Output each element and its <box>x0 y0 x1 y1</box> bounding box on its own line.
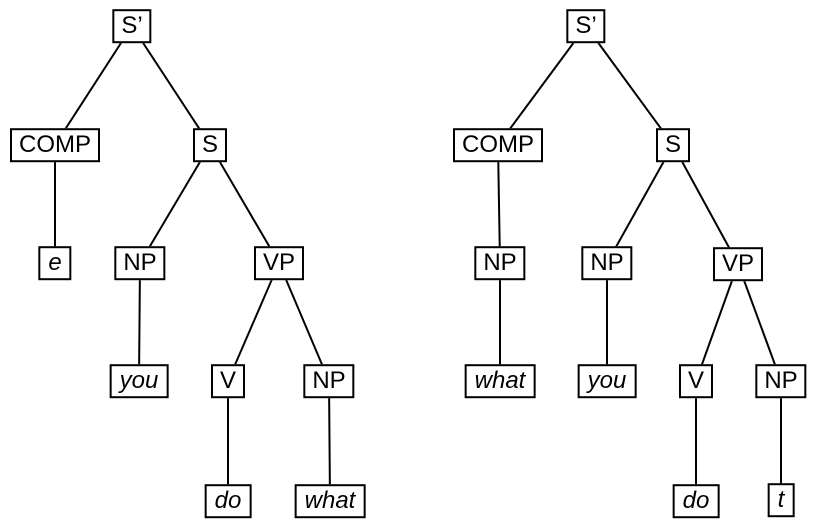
tree-node-right-v: V <box>678 364 714 398</box>
tree-node-right-t: t <box>767 483 795 517</box>
tree-node-right-np-subj: NP <box>581 246 633 280</box>
edge-left-np-subj-you <box>138 262 141 382</box>
edge-left-s-vp <box>209 144 280 264</box>
tree-node-right-np-obj: NP <box>755 364 807 398</box>
tree-node-right-s: S <box>655 128 691 162</box>
tree-node-right-what: what <box>464 364 536 398</box>
tree-node-left-e: e <box>38 246 72 280</box>
tree-node-right-np-comp: NP <box>474 246 526 280</box>
tree-node-right-do: do <box>672 484 720 518</box>
tree-node-left-v: V <box>210 364 246 398</box>
tree-node-left-what: what <box>294 484 366 518</box>
edge-left-sbar-s <box>131 25 211 146</box>
edge-right-vp-np-obj <box>737 263 782 382</box>
tree-node-left-vp: VP <box>253 246 305 280</box>
edge-left-vp-v <box>227 262 280 382</box>
edge-right-s-np-subj <box>606 144 674 264</box>
tree-node-left-s: S <box>192 128 228 162</box>
tree-node-right-sbar: S’ <box>566 9 606 43</box>
tree-node-left-np-subj: NP <box>114 246 166 280</box>
tree-node-right-you: you <box>577 364 637 398</box>
edge-left-np-obj-what <box>328 380 331 502</box>
edge-left-vp-np-obj <box>278 262 330 382</box>
tree-node-left-do: do <box>204 484 252 518</box>
tree-node-right-comp: COMP <box>453 128 543 162</box>
edge-left-s-np-subj <box>139 144 211 264</box>
tree-node-left-you: you <box>109 364 169 398</box>
tree-node-right-vp: VP <box>712 247 764 281</box>
edge-right-sbar-comp <box>497 25 587 146</box>
edge-right-sbar-s <box>585 25 674 146</box>
tree-node-left-sbar: S’ <box>112 9 152 43</box>
edge-left-sbar-comp <box>54 25 133 146</box>
tree-node-left-np-obj: NP <box>303 364 355 398</box>
edge-right-comp-np-comp <box>497 144 501 264</box>
edge-right-vp-v <box>695 263 739 382</box>
tree-node-left-comp: COMP <box>10 128 100 162</box>
edge-right-s-vp <box>672 144 739 265</box>
